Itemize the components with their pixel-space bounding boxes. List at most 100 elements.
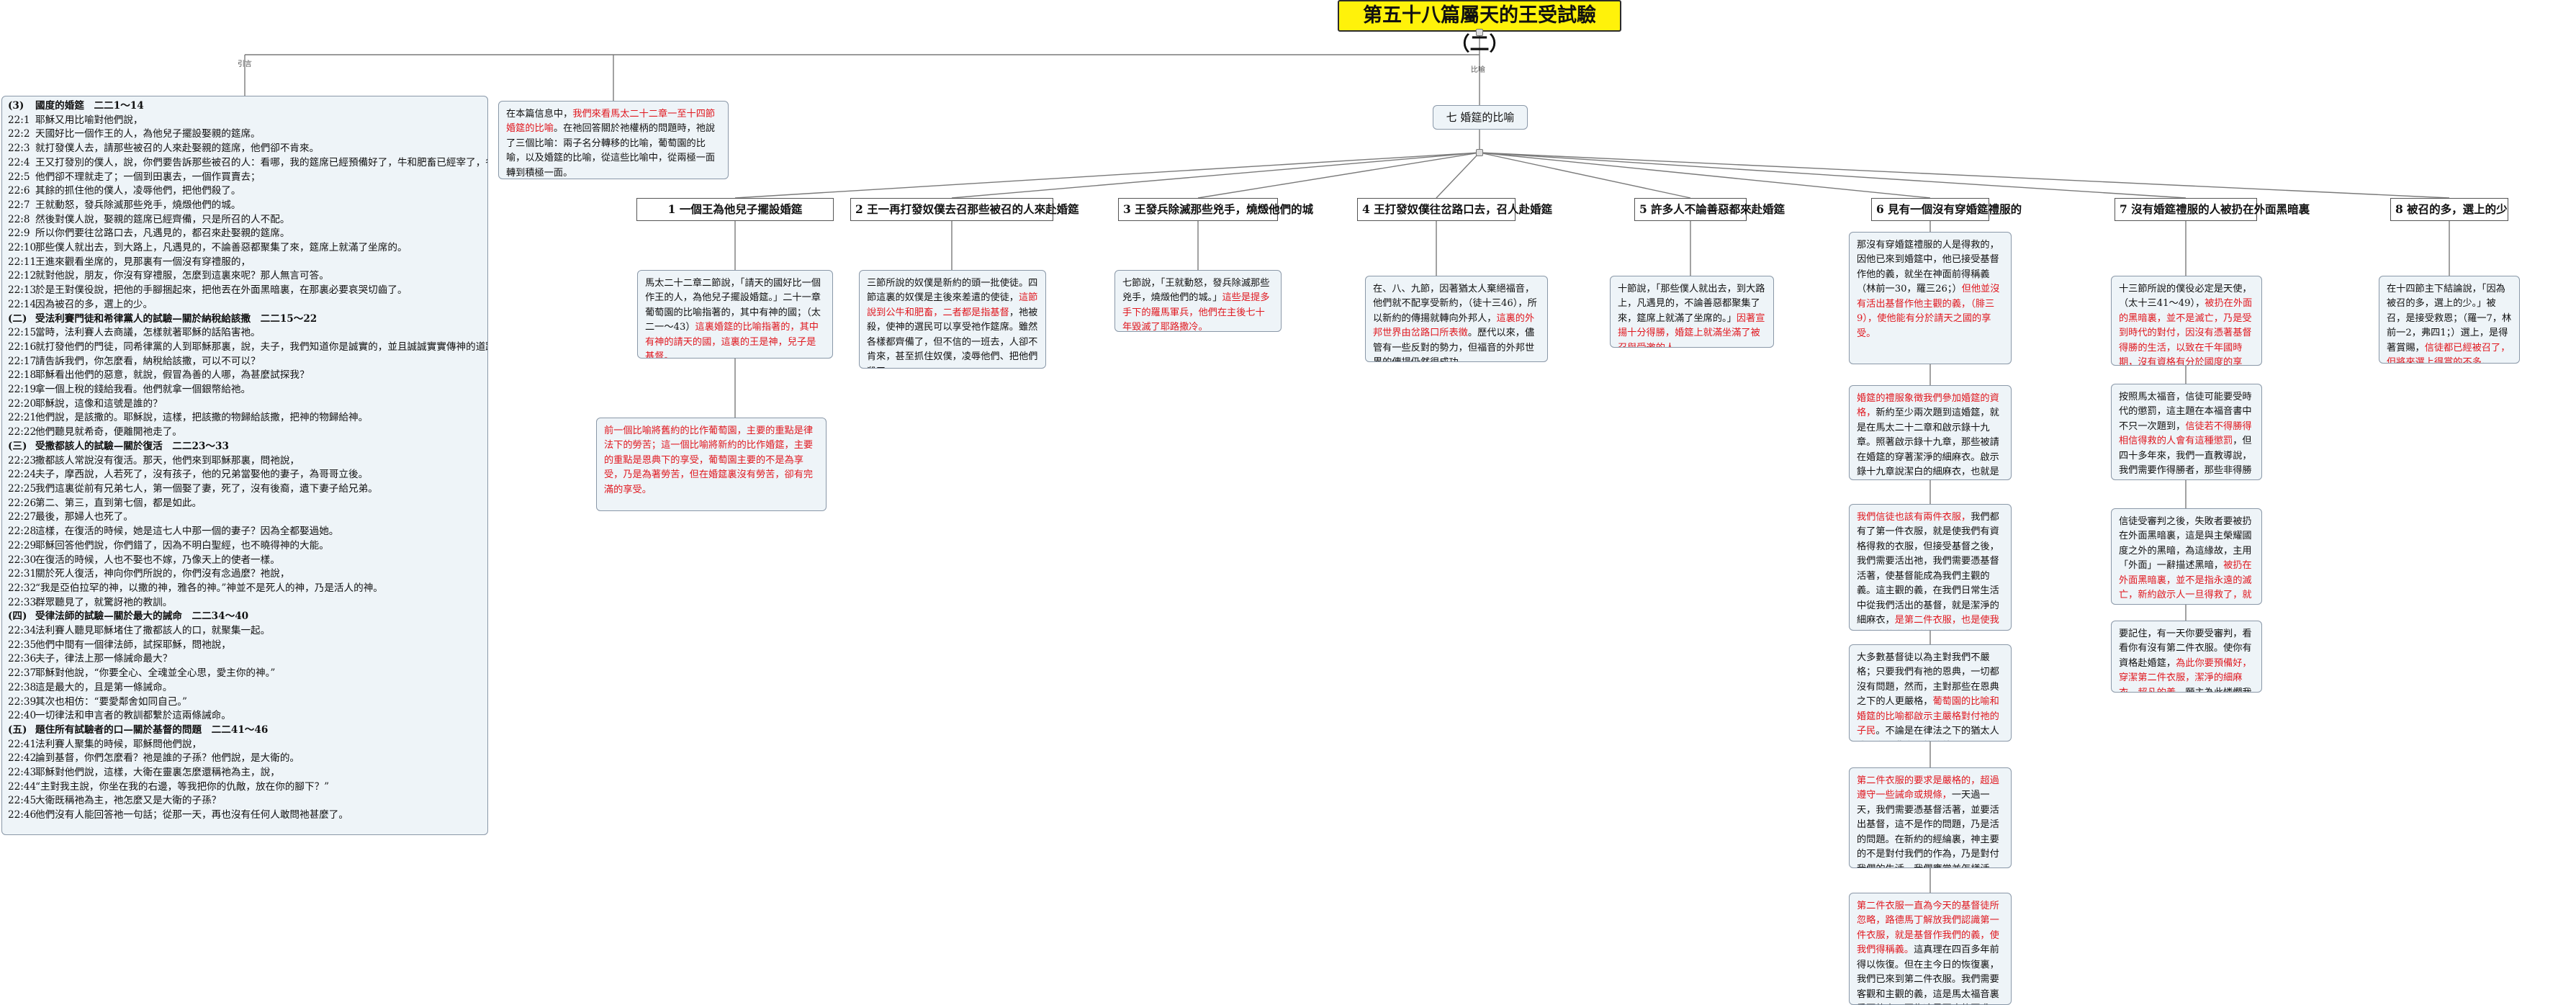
body-text: 按照馬太福音，信徒可能要受時代的懲罰，這主題在本福音書中不只一次題到， xyxy=(2119,392,2252,432)
verse-number: 22:2 xyxy=(8,128,30,140)
point-3-box: 七節說，「王就動怒，發兵除滅那些兇手，燒燬他們的城。」這些是提多手下的羅馬軍兵，… xyxy=(1114,270,1282,332)
verse-text: “我是亞伯拉罕的神，以撒的神，雅各的神。”神並不是死人的神，乃是活人的神。 xyxy=(35,582,383,594)
verse-text: 其餘的抓住他的僕人，凌辱他們，把他們殺了。 xyxy=(35,185,241,197)
verse-number: 22:10 xyxy=(8,242,37,254)
outline-verse: 22:9 所以你們要往岔路口去，凡遇見的，都召來赴娶親的筵席。 xyxy=(8,227,482,241)
verse-number: (二) xyxy=(8,312,27,325)
verse-number: 22:20 xyxy=(8,397,37,410)
branch-knot xyxy=(1476,29,1483,36)
highlight-text: 我們來看馬太二十二章一至十四節婚筵的比喻 xyxy=(506,109,716,135)
verse-text: 他們沒有人能回答祂一句話；從那一天，再也沒有任何人敢問祂甚麼了。 xyxy=(35,809,348,821)
verse-text: 就打發僕人去，請那些被召的人來赴娶親的筵席，他們卻不肯來。 xyxy=(35,143,320,155)
highlight-text: 葡萄園的比喻和婚筵的比喻都啟示主嚴格對付祂的子民 xyxy=(1857,696,1999,737)
verse-text: 耶穌看出他們的惡意，就說，假冒為善的人哪，為甚麼試探我？ xyxy=(35,369,310,382)
point-6-box-c: 我們信徒也該有兩件衣服，我們都有了第一件衣服，就是使我們有資格得救的衣服，但接受… xyxy=(1849,504,2012,631)
branch-knot xyxy=(1476,149,1483,156)
verse-text: 題住所有試驗者的口—關於基督的問題 二二41～46 xyxy=(35,724,269,736)
verse-number: 22:5 xyxy=(8,171,30,183)
verse-number: 22:1 xyxy=(8,114,30,126)
body-text: 。歷代以來，儘管有一些反對的勢力，但福音的外邦世界的傳揚仍然很成功 xyxy=(1373,328,1535,361)
verse-number: 22:23 xyxy=(8,454,37,467)
point-1-box: 馬太二十二章二節說，「請天的國好比一個作王的人，為他兒子擺設婚筵。」二十一章葡萄… xyxy=(637,270,833,359)
body-text: 十三節所說的僕役必定是天使，（太十三41～49）， xyxy=(2119,284,2252,310)
verse-text: 這樣，在復活的時候，她是這七人中那一個的妻子？因為全都娶過她。 xyxy=(35,526,339,538)
verse-number: 22:11 xyxy=(8,256,37,268)
verse-number: (四) xyxy=(8,610,27,623)
body-text: 大多數基督徒以為主對我們不嚴格；只要我們有祂的恩典，一切都沒有問題，然而，主對那… xyxy=(1857,652,1999,708)
point-8-box: 在十四節主下結論說，「因為被召的多，選上的少。」被召，是接受救恩；（羅一7，林前… xyxy=(2379,276,2520,364)
verse-text: 就打發他們的門徒，同希律黨的人到耶穌那裏，說，夫子，我們知道你是誠實的，並且誠誠… xyxy=(35,341,487,353)
verse-text: 就對他說，朋友，你沒有穿禮服，怎麼到這裏來呢？那人無言可答。 xyxy=(35,270,329,282)
verse-number: 22:46 xyxy=(8,809,37,821)
outline-section-heading: (五)題住所有試驗者的口—關於基督的問題 二二41～46 xyxy=(8,724,482,738)
header-6: 6 見有一個沒有穿婚筵禮服的 xyxy=(1871,198,2022,221)
verse-text: 法利賽人聽見耶穌堵住了撒都該人的口，就聚集一起。 xyxy=(35,625,271,637)
verse-text: 耶穌對他說，“你要全心、全魂並全心思，愛主你的神。” xyxy=(35,667,276,680)
verse-number: (三) xyxy=(8,440,27,452)
verse-text: 王進來觀看坐席的，見那裏有一個沒有穿禮服的， xyxy=(35,256,251,268)
verse-text: 王就動怒，發兵除滅那些兇手，燒燬他們的城。 xyxy=(35,199,241,211)
branch-label-intro: 引言 xyxy=(238,60,252,68)
point-6-box-d: 大多數基督徒以為主對我們不嚴格；只要我們有祂的恩典，一切都沒有問題，然而，主對那… xyxy=(1849,644,2012,742)
highlight-text: 婚筵的禮服象徵我們參加婚筵的資格， xyxy=(1857,393,1999,419)
verse-text: 所以你們要往岔路口去，凡遇見的，都召來赴娶親的筵席。 xyxy=(35,227,290,240)
verse-text: 於是王對僕役說，把他的手腳捆起來，把他丟在外面黑暗裏，在那裏必要哀哭切齒了。 xyxy=(35,284,407,297)
highlight-text: 我們信徒也該有兩件衣服， xyxy=(1857,512,1971,523)
verse-text: 關於死人復活，神向你們所說的，你們沒有念過麼？祂說， xyxy=(35,568,290,580)
verse-text: 論到基督，你們怎麼看？祂是誰的子孫？他們說，是大衛的。 xyxy=(35,752,300,765)
outline-verse: 22:32“我是亞伯拉罕的神，以撒的神，雅各的神。”神並不是死人的神，乃是活人的… xyxy=(8,582,482,596)
verse-number: 22:27 xyxy=(8,511,37,523)
highlight-text: 被扔在外面的黑暗裏，並不是滅亡，乃是受到時代的對付，因沒有憑著基督得勝的生活，以… xyxy=(2119,298,2253,366)
verse-text: 這是最大的，且是第一條誡命。 xyxy=(35,681,173,693)
verse-number: 22:12 xyxy=(8,270,37,282)
verse-number: 22:44 xyxy=(8,780,37,793)
point-1-contrast-box: 前一個比喻將舊約的比作葡萄園，主要的重點是律法下的勞苦；這一個比喻將新約的比作婚… xyxy=(596,418,827,511)
highlight-text: 第二件衣服的要求是嚴格的，超過遵守一些誡命或規條， xyxy=(1857,775,1999,801)
verse-number: 22:31 xyxy=(8,568,37,580)
verse-number: 22:32 xyxy=(8,582,37,594)
verse-number: 22:19 xyxy=(8,384,37,396)
verse-number: 22:9 xyxy=(8,227,30,240)
body-text: ，願主為此憐憫我們。 xyxy=(2119,688,2252,692)
verse-number: 22:29 xyxy=(8,539,37,551)
point-6-box-b: 婚筵的禮服象徵我們參加婚筵的資格，新約至少兩次題到這婚筵，就是在馬太二十二章和啟… xyxy=(1849,385,2012,480)
verse-number: 22:34 xyxy=(8,625,37,637)
highlight-text: 前一個比喻將舊約的比作葡萄園，主要的重點是律法下的勞苦；這一個比喻將新約的比作婚… xyxy=(604,425,814,495)
verse-number: 22:41 xyxy=(8,738,37,750)
verse-number: 22:30 xyxy=(8,554,37,566)
verse-number: 22:40 xyxy=(8,710,37,722)
highlight-text: 第二件衣服一直為今天的基督徒所忽略，路德馬丁解放我們認識第一件衣服，就是基督作我… xyxy=(1857,901,1999,956)
verse-text: 在復活的時候，人也不娶也不嫁，乃像天上的使者一樣。 xyxy=(35,554,280,566)
verse-text: 因為被召的多，選上的少。 xyxy=(35,298,153,310)
verse-text: 撒都該人常說沒有復活。那天，他們來到耶穌那裏，問祂說， xyxy=(35,454,300,467)
point-2-box: 三節所說的奴僕是新約的頭一批使徒。四節這裏的奴僕是主後來差遣的使徒，這節說到公牛… xyxy=(859,270,1046,369)
verse-number: 22:38 xyxy=(8,681,37,693)
verse-text: 天國好比一個作王的人，為他兒子擺設娶親的筵席。 xyxy=(35,128,261,140)
verse-number: 22:39 xyxy=(8,695,37,708)
verse-text: 那些僕人就出去，到大路上，凡遇見的，不論善惡都聚集了來，筵席上就滿了坐席的。 xyxy=(35,242,407,254)
verse-number: 22:22 xyxy=(8,426,37,438)
center-node-wedding-parable: 七 婚筵的比喻 xyxy=(1433,105,1528,130)
highlight-text: 是第二件衣服，也是使我們有資格參加婚筵的婚筵禮服。 xyxy=(1857,615,1999,630)
highlight-text: 信徒若不得勝得相信得救的人會有這種懲罰 xyxy=(2119,420,2252,447)
verse-number: 22:18 xyxy=(8,369,37,382)
